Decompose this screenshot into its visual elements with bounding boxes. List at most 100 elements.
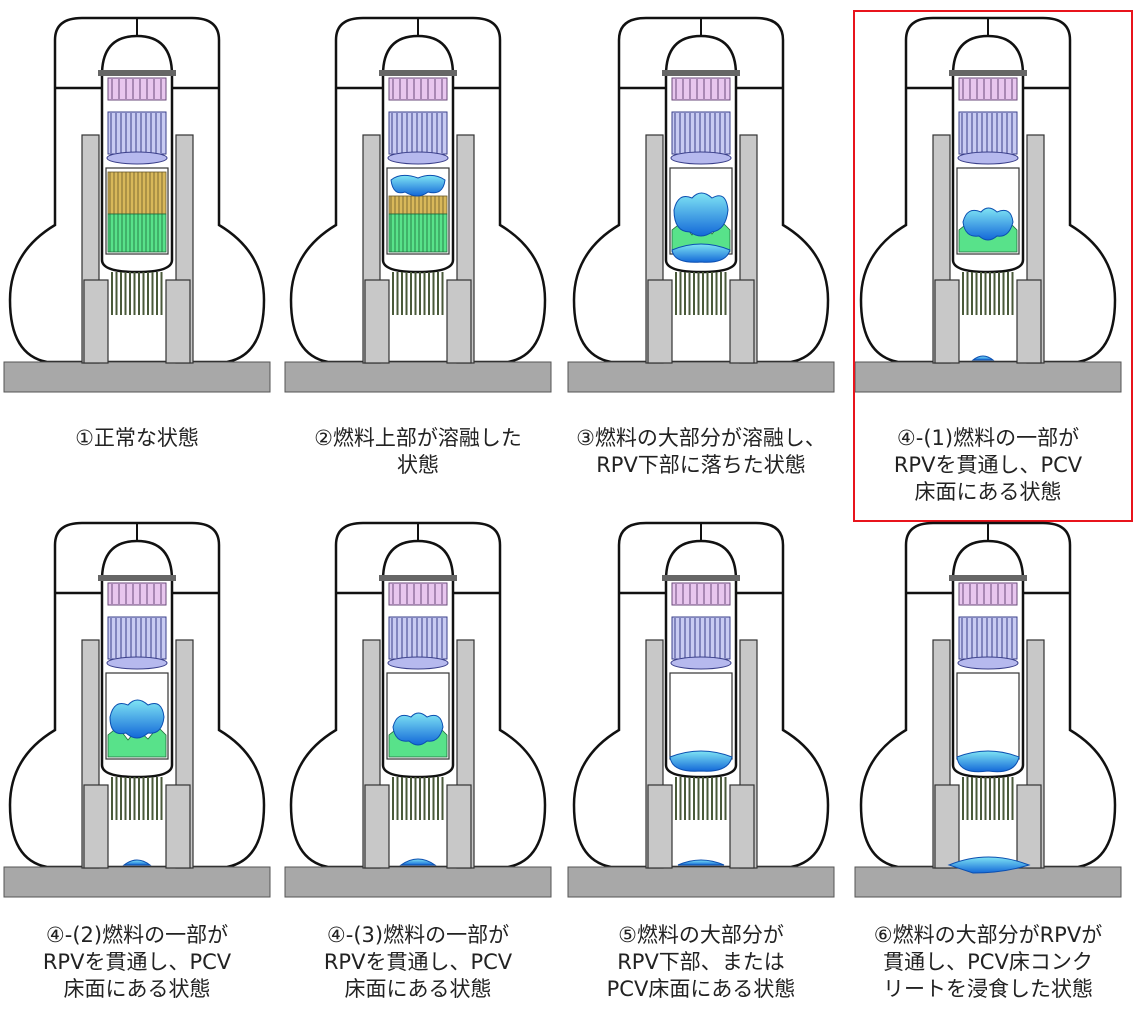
- steam-separators: [671, 111, 731, 155]
- left-pedestal: [83, 279, 109, 364]
- reactor-figure: [3, 521, 271, 898]
- rpv-flange: [949, 575, 1027, 581]
- left-pedestal: [364, 784, 390, 869]
- melt-blob: [956, 750, 1020, 773]
- caption-line: RPV下部、または: [617, 950, 785, 974]
- caption-line: ④-(1)燃料の一部が: [896, 426, 1080, 450]
- control-rod-drives: [962, 777, 1014, 820]
- melt-blob: [677, 859, 725, 866]
- left-pedestal: [647, 279, 673, 364]
- melt-blob: [392, 712, 444, 746]
- right-pedestal: [446, 279, 472, 364]
- caption-line: ①正常な状態: [75, 426, 199, 450]
- caption-line: RPVを貫通し、PCV: [323, 950, 513, 974]
- melt-blob: [971, 355, 995, 361]
- caption-line: リートを浸食した状態: [883, 977, 1093, 1001]
- panel-caption: ①正常な状態: [2, 425, 272, 452]
- panel-caption: ④-(3)燃料の一部が RPVを貫通し、PCV 床面にある状態: [283, 922, 553, 1003]
- right-pedestal: [1016, 279, 1042, 364]
- fuel-upper: [107, 171, 167, 215]
- panel-6: ④-(3)燃料の一部が RPVを貫通し、PCV 床面にある状態: [283, 505, 553, 1010]
- caption-line: ②燃料上部が溶融した: [314, 426, 522, 450]
- reactor-figure: [854, 16, 1122, 393]
- control-rod-drives: [962, 272, 1014, 315]
- pcv-floor: [284, 866, 552, 898]
- panel-1: ①正常な状態: [2, 0, 272, 505]
- steam-dryer: [388, 77, 448, 101]
- left-pedestal: [934, 279, 960, 364]
- pcv-floor: [284, 361, 552, 393]
- caption-line: 状態: [397, 453, 439, 477]
- melt-blob: [962, 207, 1014, 241]
- fuel-lower: [107, 213, 167, 253]
- rpv-flange: [949, 70, 1027, 76]
- shroud-head: [670, 656, 732, 670]
- shroud-head: [957, 151, 1019, 165]
- shroud-head: [106, 656, 168, 670]
- melt-blob: [109, 699, 165, 739]
- steam-dryer: [958, 582, 1018, 606]
- melt-blob: [673, 192, 729, 237]
- control-rod-drives: [111, 272, 163, 315]
- melt-blob: [122, 859, 152, 866]
- steam-dryer: [958, 77, 1018, 101]
- reactor-figure: [567, 521, 835, 898]
- shroud-head: [387, 151, 449, 165]
- panel-caption: ③燃料の大部分が溶融し、 RPV下部に落ちた状態: [566, 425, 836, 479]
- control-rod-drives: [392, 777, 444, 820]
- shroud-head: [387, 656, 449, 670]
- pcv-floor: [567, 361, 835, 393]
- pcv-floor: [567, 866, 835, 898]
- reactor-figure: [3, 16, 271, 393]
- steam-separators: [388, 111, 448, 155]
- steam-separators: [958, 616, 1018, 660]
- shroud-head: [670, 151, 732, 165]
- caption-line: 床面にある状態: [344, 977, 492, 1001]
- steam-dryer: [107, 582, 167, 606]
- control-rod-drives: [111, 777, 163, 820]
- left-pedestal: [647, 784, 673, 869]
- pcv-floor: [3, 866, 271, 898]
- rpv-flange: [662, 70, 740, 76]
- panel-8: ⑥燃料の大部分がRPVが貫通し、PCV床コンクリートを浸食した状態: [853, 505, 1123, 1010]
- caption-line: RPV下部に落ちた状態: [596, 453, 806, 477]
- rpv-flange: [98, 575, 176, 581]
- shroud-head: [106, 151, 168, 165]
- control-rod-drives: [675, 777, 727, 820]
- reactor-figure: [284, 521, 552, 898]
- caption-line: 床面にある状態: [914, 480, 1062, 504]
- melt-blob: [399, 858, 437, 866]
- steam-separators: [671, 616, 731, 660]
- left-pedestal: [83, 784, 109, 869]
- caption-line: PCV床面にある状態: [606, 977, 796, 1001]
- melt-blob: [671, 243, 731, 263]
- caption-line: 床面にある状態: [63, 977, 211, 1001]
- panel-caption: ④-(1)燃料の一部が RPVを貫通し、PCV 床面にある状態: [853, 425, 1123, 506]
- caption-line: 貫通し、PCV床コンク: [883, 950, 1093, 974]
- fuel-upper-remnant: [388, 195, 448, 215]
- caption-line: RPVを貫通し、PCV: [893, 453, 1083, 477]
- left-pedestal: [934, 784, 960, 869]
- right-pedestal: [1016, 784, 1042, 869]
- control-rod-drives: [675, 272, 727, 315]
- caption-line: ③燃料の大部分が溶融し、: [576, 426, 826, 450]
- rpv-flange: [662, 575, 740, 581]
- shroud-head: [957, 656, 1019, 670]
- right-pedestal: [729, 279, 755, 364]
- steam-separators: [107, 616, 167, 660]
- panel-3: ③燃料の大部分が溶融し、 RPV下部に落ちた状態: [566, 0, 836, 505]
- caption-line: ④-(3)燃料の一部が: [326, 923, 510, 947]
- panel-caption: ②燃料上部が溶融した状態: [283, 425, 553, 479]
- panel-caption: ⑥燃料の大部分がRPVが貫通し、PCV床コンクリートを浸食した状態: [853, 922, 1123, 1003]
- rpv-flange: [379, 575, 457, 581]
- steam-dryer: [671, 582, 731, 606]
- left-pedestal: [364, 279, 390, 364]
- steam-dryer: [671, 77, 731, 101]
- fuel-lower: [388, 213, 448, 253]
- control-rod-drives: [392, 272, 444, 315]
- rpv-flange: [379, 70, 457, 76]
- melt-blob: [390, 174, 446, 197]
